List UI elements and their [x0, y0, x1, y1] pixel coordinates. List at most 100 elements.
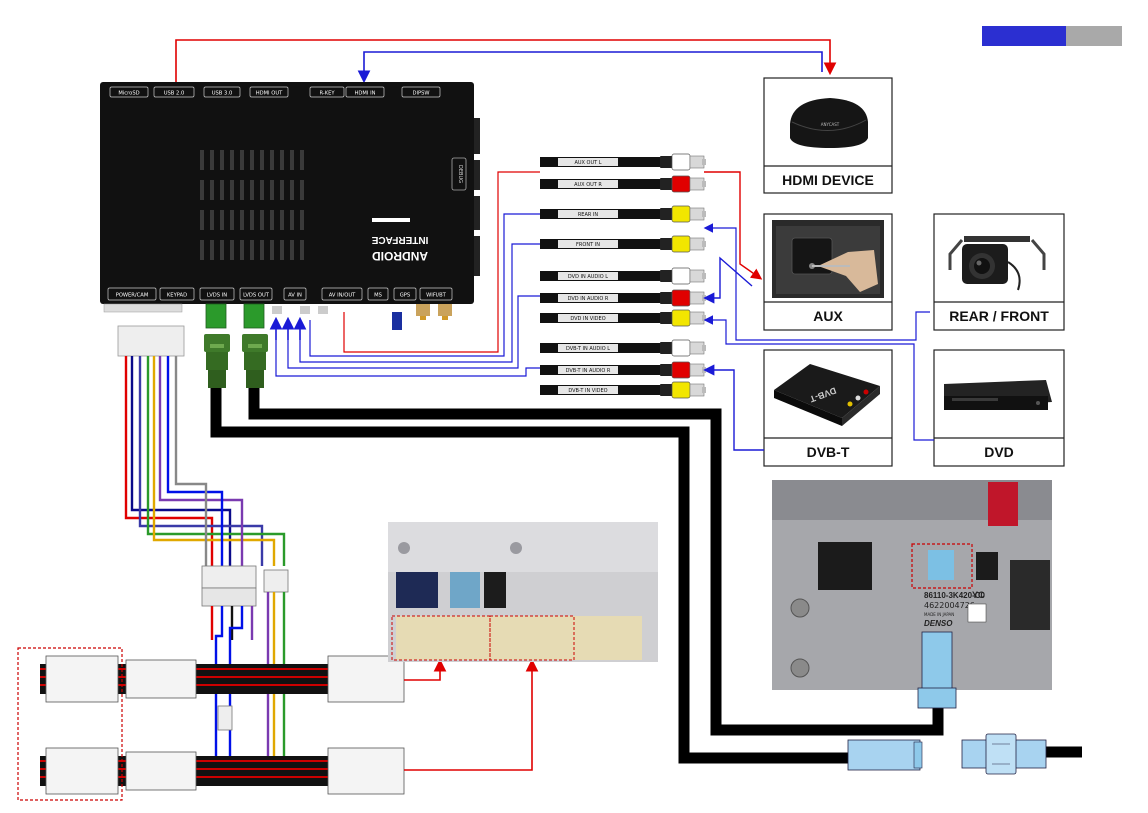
vent-slot [300, 240, 304, 260]
bottom-port-1: POWER/CAM [107, 287, 157, 301]
header-tab-grey [1066, 26, 1122, 46]
vent-slot [200, 180, 204, 200]
hdmi-device-image: ANYCAST [790, 98, 868, 148]
dvd-in-line [703, 315, 934, 441]
bottom-port-label: MS [374, 293, 382, 299]
rca-plug [671, 267, 691, 285]
bottom-port-label: WIFI/BT [426, 293, 446, 299]
hdmi-device-brand: ANYCAST [821, 122, 840, 127]
vent-slot [260, 210, 264, 230]
vent-slot [270, 150, 274, 170]
top-port-5: R-KEY [309, 86, 345, 98]
top-port-label: HDMI IN [355, 91, 376, 97]
rca-cable-label: FRONT IN [576, 242, 600, 248]
vent-slot [240, 240, 244, 260]
vent-slot [240, 180, 244, 200]
vent-slot [230, 180, 234, 200]
vent-slot [270, 180, 274, 200]
aux-box: AUX [763, 213, 893, 331]
vent-slot [280, 240, 284, 260]
unit-name-line-1: ANDROID [372, 249, 428, 263]
rca-cable-label: DVB-T IN AUDIO L [566, 346, 610, 352]
rca-cable-label: DVD IN AUDIO R [568, 296, 609, 302]
dvd-player-box: DVD [933, 349, 1065, 467]
aux-out-line [704, 171, 763, 280]
vent-slot [250, 180, 254, 200]
bottom-port-label: GPS [400, 293, 410, 299]
rca-cable-5: DVD IN AUDIO L [540, 267, 706, 285]
rca-cable-label: DVD IN VIDEO [570, 316, 605, 322]
vent-slot [280, 210, 284, 230]
top-port-label: R-KEY [319, 91, 335, 97]
vent-slot [220, 180, 224, 200]
dvbt-device-image: DVB-T [774, 364, 880, 426]
unit-stripe [372, 218, 410, 222]
hdmi-device-label: HDMI DEVICE [782, 172, 874, 188]
vent-slot [210, 240, 214, 260]
top-port-7: DIPSW [401, 86, 441, 98]
rca-plug [671, 175, 691, 193]
vent-slot [290, 150, 294, 170]
dvbt-label: DVB-T [807, 444, 850, 460]
rca-cable-6: DVD IN AUDIO R [540, 289, 706, 307]
rca-cable-label: DVB-T IN AUDIO R [566, 368, 611, 374]
dvbt-in-line [703, 364, 764, 451]
top-port-label: USB 2.0 [164, 91, 185, 97]
vent-slot [270, 240, 274, 260]
rca-cable-label: REAR IN [578, 212, 599, 218]
bottom-port-4: LVDS OUT [239, 287, 273, 301]
vent-slot [230, 150, 234, 170]
bottom-port-label: POWER/CAM [116, 293, 149, 299]
denso-maker: DENSO [924, 619, 953, 628]
rca-cable-9: DVB-T IN AUDIO R [540, 361, 706, 379]
oem-connector-highlight [17, 647, 123, 801]
denso-serial: 4622004726 [924, 601, 975, 610]
lvds-connector-female [847, 739, 923, 771]
aux-label: AUX [813, 308, 843, 324]
usb-to-hdmi-device-line [175, 39, 837, 82]
unit-name-line-2: INTERFACE [371, 234, 428, 245]
rca-cable-2: AUX OUT R [540, 175, 706, 193]
vent-slot [210, 150, 214, 170]
denso-part-number: 86110-3K420-C0 [924, 591, 985, 600]
vent-slot [290, 210, 294, 230]
vent-slot [280, 150, 284, 170]
vent-slot [200, 150, 204, 170]
rca-cable-3: REAR IN [540, 205, 706, 223]
head-unit-connector-photo [388, 522, 658, 662]
rca-signal-lines [275, 171, 540, 377]
power-cam-harness [17, 325, 539, 801]
bottom-port-3: LVDS IN [199, 287, 235, 301]
lvds-cables [204, 334, 1082, 775]
vent-slot [220, 240, 224, 260]
vent-slot [300, 180, 304, 200]
vent-slot [250, 150, 254, 170]
aux-in-line [703, 256, 753, 304]
vent-slot [300, 150, 304, 170]
bottom-port-label: LVDS OUT [243, 293, 270, 299]
vent-slot [300, 210, 304, 230]
rca-cable-8: DVB-T IN AUDIO L [540, 339, 706, 357]
bottom-port-8: GPS [393, 287, 417, 301]
bottom-port-7: MS [367, 287, 389, 301]
top-port-label: HDMI OUT [256, 91, 283, 97]
top-port-label: DIPSW [412, 91, 429, 97]
lvds-connector-male [961, 733, 1047, 775]
top-port-4: HDMI OUT [249, 86, 289, 98]
dvd-player-image [944, 380, 1052, 410]
camera-image [948, 236, 1046, 291]
vent-slot [250, 210, 254, 230]
vent-slot [260, 180, 264, 200]
top-port-3: USB 3.0 [203, 86, 241, 98]
lvds-in-plug [204, 334, 230, 388]
vent-slot [200, 210, 204, 230]
vent-slot [290, 180, 294, 200]
top-port-1: MicroSD [109, 86, 149, 98]
top-port-2: USB 2.0 [153, 86, 195, 98]
vent-slot [280, 180, 284, 200]
lvds-out-plug [242, 334, 268, 388]
rca-plug [671, 339, 691, 357]
bottom-port-9: WIFI/BT [419, 287, 453, 301]
rca-plug [671, 205, 691, 223]
